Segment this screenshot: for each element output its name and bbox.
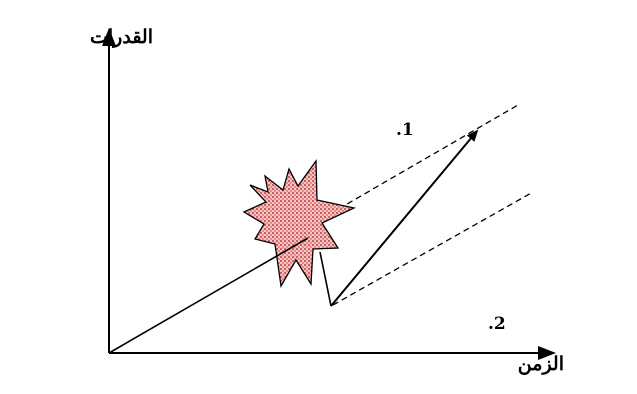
- drop-line: [319, 251, 332, 307]
- x-axis-label: الزمن: [518, 353, 564, 375]
- dashed-projection-2: [332, 191, 534, 306]
- y-axis-arrowhead: [102, 28, 116, 46]
- recovery-arrow: [330, 129, 479, 307]
- dashed-projection-1: [277, 104, 519, 245]
- path-1-label: .1: [396, 120, 414, 140]
- x-axis-arrowhead: [538, 346, 556, 360]
- initial-growth-line: [108, 237, 309, 354]
- y-axis-label: القدرات: [90, 26, 153, 48]
- disruption-burst-shape: [242, 159, 357, 288]
- path-2-label: .2: [488, 314, 506, 334]
